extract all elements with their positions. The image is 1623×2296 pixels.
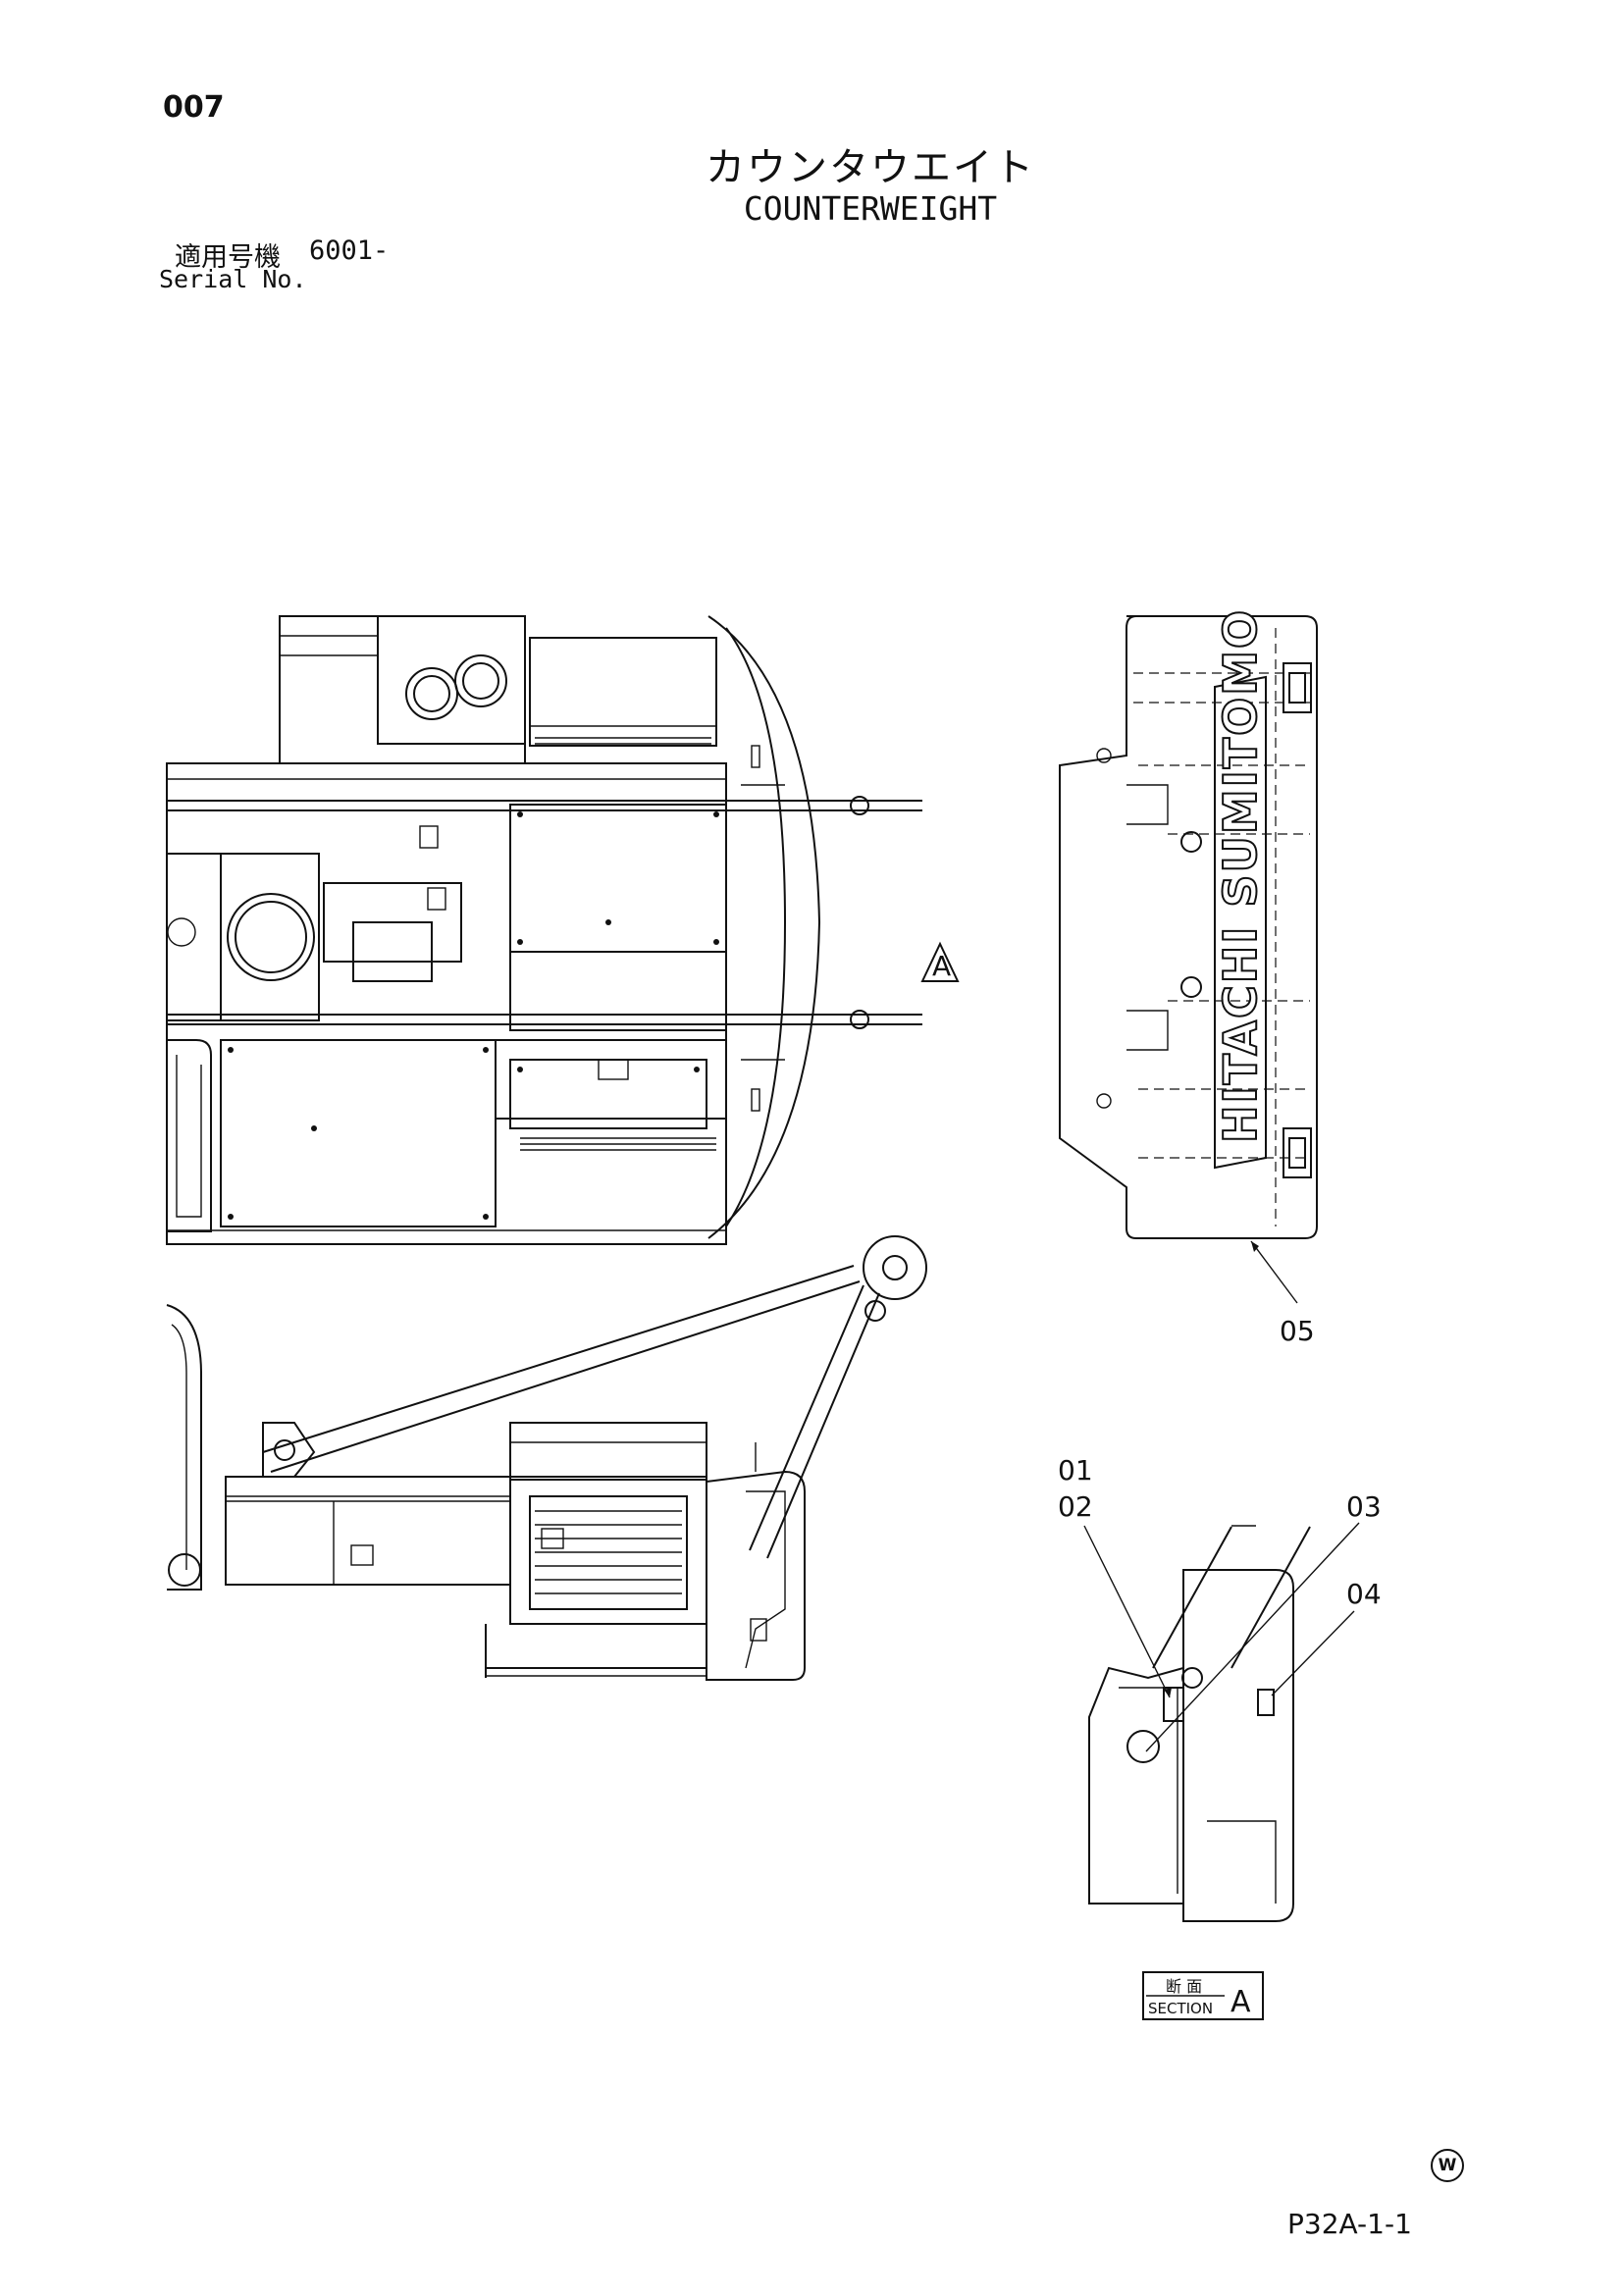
callout-01: 01 bbox=[1058, 1454, 1093, 1487]
section-a-detail: 01 02 03 04 断 面 SECTION A bbox=[1058, 1454, 1382, 2020]
hitachi-sumitomo-logo: HITACHI SUMITOMO bbox=[1214, 608, 1267, 1143]
view-marker-a: A bbox=[932, 950, 951, 982]
counterweight-rear-view: HITACHI SUMITOMO 05 bbox=[1059, 607, 1318, 1347]
section-label-japanese: 断 面 bbox=[1166, 1977, 1202, 1996]
page-title-japanese: カウンタウエイト bbox=[706, 145, 1035, 190]
top-view-drawing: A bbox=[166, 615, 960, 1245]
section-label-english: SECTION bbox=[1148, 2000, 1213, 2017]
document-code: P32A-1-1 bbox=[1287, 2208, 1412, 2240]
page-title-english: COUNTERWEIGHT bbox=[743, 189, 998, 228]
page-number: 007 bbox=[163, 90, 225, 125]
callout-03: 03 bbox=[1346, 1490, 1382, 1523]
callout-04: 04 bbox=[1346, 1578, 1382, 1610]
section-letter: A bbox=[1230, 1985, 1251, 2019]
serial-label-japanese: 適用号機 bbox=[175, 242, 281, 273]
serial-number-value: 6001- bbox=[309, 235, 390, 266]
side-view-drawing bbox=[166, 1235, 927, 1681]
callout-05: 05 bbox=[1280, 1315, 1315, 1347]
circled-w-mark: W bbox=[1431, 2149, 1464, 2182]
serial-label-english: Serial No. bbox=[159, 265, 307, 293]
callout-02: 02 bbox=[1058, 1490, 1093, 1523]
